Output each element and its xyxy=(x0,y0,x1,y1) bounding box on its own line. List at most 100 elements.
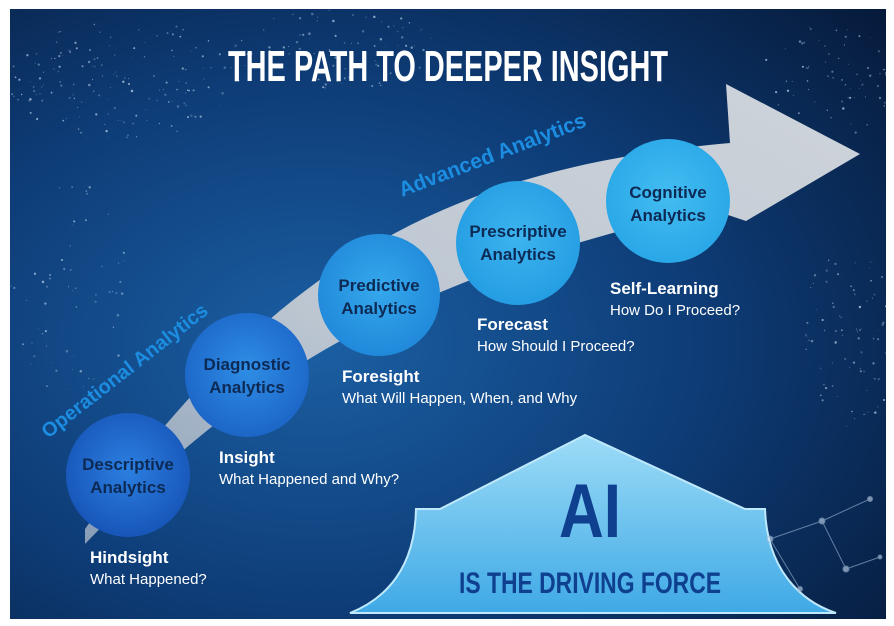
particle-dot xyxy=(825,387,828,390)
particle-dot xyxy=(373,45,376,47)
particle-dot xyxy=(179,35,182,38)
particle-dot xyxy=(123,121,125,124)
particle-dot xyxy=(884,352,886,355)
particle-dot xyxy=(873,377,876,380)
particle-dot xyxy=(792,94,794,96)
particle-dot xyxy=(854,131,857,134)
particle-dot xyxy=(361,29,365,33)
particle-dot xyxy=(219,104,221,106)
particle-dot xyxy=(88,48,92,52)
particle-dot xyxy=(21,343,25,346)
particle-dot xyxy=(815,308,817,310)
particle-dot xyxy=(350,42,352,44)
particle-dot xyxy=(351,13,355,17)
particle-dot xyxy=(185,104,187,107)
particle-dot xyxy=(857,337,860,340)
particle-dot xyxy=(190,50,192,52)
particle-dot xyxy=(230,53,234,56)
particle-dot xyxy=(18,78,21,81)
particle-dot xyxy=(866,389,868,391)
particle-dot xyxy=(74,41,77,45)
particle-dot xyxy=(62,119,65,122)
particle-dot xyxy=(371,84,374,87)
particle-dot xyxy=(386,56,388,58)
particle-dot xyxy=(107,213,110,215)
stage-circle xyxy=(606,139,730,263)
particle-dot xyxy=(325,65,327,67)
particle-dot xyxy=(199,115,202,118)
stage-title-line1: Prescriptive xyxy=(469,222,566,241)
particle-dot xyxy=(389,72,392,75)
particle-dot xyxy=(237,79,240,82)
particle-dot xyxy=(86,136,88,138)
particle-dot xyxy=(805,334,807,336)
particle-dot xyxy=(36,94,38,96)
particle-dot xyxy=(400,17,403,20)
particle-dot xyxy=(272,64,275,67)
stage-question: How Should I Proceed? xyxy=(477,338,635,355)
particle-dot xyxy=(854,262,856,264)
particle-dot xyxy=(75,47,78,50)
particle-dot xyxy=(46,285,49,288)
particle-dot xyxy=(419,29,421,31)
particle-dot xyxy=(35,52,38,55)
stage-circle xyxy=(318,234,440,356)
particle-dot xyxy=(328,10,330,12)
particle-dot xyxy=(79,369,83,373)
particle-dot xyxy=(842,107,845,110)
particle-dot xyxy=(867,411,869,413)
particle-dot xyxy=(885,305,886,308)
particle-dot xyxy=(332,19,335,23)
particle-dot xyxy=(159,89,161,91)
particle-dot xyxy=(117,119,119,121)
particle-dot xyxy=(58,55,61,58)
particle-dot xyxy=(60,52,62,54)
particle-dot xyxy=(387,74,389,76)
particle-dot xyxy=(268,46,271,49)
particle-dot xyxy=(165,81,168,84)
particle-dot xyxy=(73,97,75,100)
particle-dot xyxy=(72,94,74,96)
stage-question: How Do I Proceed? xyxy=(610,302,740,319)
particle-dot xyxy=(42,71,44,73)
stage-title-line1: Cognitive xyxy=(629,183,706,202)
particle-dot xyxy=(295,40,299,44)
particle-dot xyxy=(387,25,390,28)
particle-dot xyxy=(190,114,193,117)
particle-dot xyxy=(866,124,868,126)
particle-dot xyxy=(852,289,855,292)
particle-dot xyxy=(184,68,187,71)
particle-dot xyxy=(38,77,42,80)
particle-dot xyxy=(72,355,75,357)
particle-dot xyxy=(877,406,879,408)
particle-dot xyxy=(867,66,870,70)
particle-dot xyxy=(107,136,109,138)
stage-predictive: Predictive Analytics Foresight What Will… xyxy=(318,234,578,407)
particle-dot xyxy=(876,84,880,88)
particle-dot xyxy=(882,321,885,324)
particle-dot xyxy=(820,394,822,397)
particle-dot xyxy=(847,63,849,65)
particle-dot xyxy=(317,78,320,81)
particle-dot xyxy=(156,99,159,102)
page-title: THE PATH TO DEEPER INSIGHT xyxy=(228,42,668,91)
particle-dot xyxy=(380,84,382,87)
particle-dot xyxy=(805,348,807,351)
particle-dot xyxy=(348,76,351,79)
particle-dot xyxy=(316,20,318,22)
particle-dot xyxy=(854,294,856,296)
particle-dot xyxy=(117,262,120,264)
particle-dot xyxy=(59,31,61,33)
particle-dot xyxy=(207,40,210,42)
particle-dot xyxy=(826,109,828,111)
particle-dot xyxy=(288,53,290,55)
particle-dot xyxy=(234,44,237,48)
particle-dot xyxy=(135,135,138,138)
particle-dot xyxy=(240,53,243,55)
particle-dot xyxy=(845,425,847,427)
particle-dot xyxy=(422,48,425,52)
particle-dot xyxy=(835,29,838,32)
particle-dot xyxy=(58,187,61,189)
particle-dot xyxy=(379,38,383,41)
particle-dot xyxy=(872,337,875,340)
